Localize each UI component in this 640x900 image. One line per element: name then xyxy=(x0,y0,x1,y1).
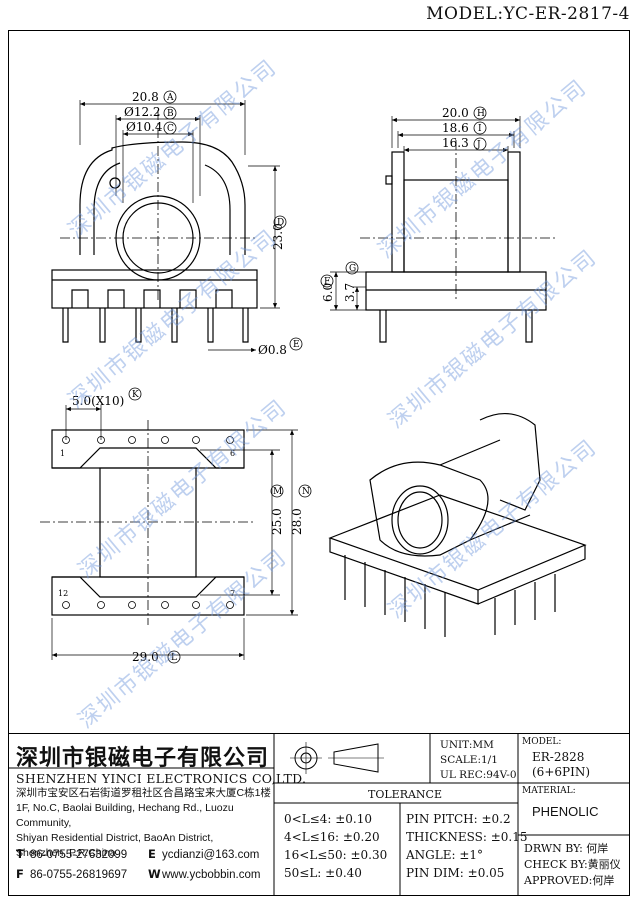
model-title: MODEL: xyxy=(522,737,562,747)
ref-f: F xyxy=(324,277,330,287)
signoff: DRWN BY: 何岸 CHECK BY:黄丽仪 APPROVED:何岸 xyxy=(524,842,621,887)
dim-m: 25.0 xyxy=(270,508,284,535)
ref-l: L xyxy=(171,653,177,663)
pin-1-label: 1 xyxy=(60,449,65,458)
ref-a: A xyxy=(166,93,174,103)
ref-d: D xyxy=(277,218,284,228)
dim-j: 16.3 xyxy=(442,136,469,150)
dim-l: 29.0 xyxy=(132,650,159,664)
dim-e: Ø0.8 xyxy=(258,343,287,357)
web-line: Wwww.ycbobbin.com xyxy=(148,867,261,881)
pin-7-label: 7 xyxy=(230,589,235,598)
tolerance-title: TOLERANCE xyxy=(368,788,442,801)
drawing-frame xyxy=(8,30,630,896)
dim-c: Ø10.4 xyxy=(126,120,163,134)
dim-k: 5.0(X10) xyxy=(72,394,124,408)
unit-info: UNIT:MM SCALE:1/1 UL REC:94V-0 xyxy=(440,739,517,781)
dim-g: 3.7 xyxy=(343,283,357,302)
side-view xyxy=(330,116,555,343)
ref-h: H xyxy=(477,109,485,119)
ref-e: E xyxy=(293,340,300,350)
material-value: PHENOLIC xyxy=(532,804,599,819)
tolerance-list: 0<L≤4: ±0.10 4<L≤16: ±0.20 16<L≤50: ±0.3… xyxy=(284,812,388,880)
dim-f: 6.0 xyxy=(321,283,335,302)
ref-g: G xyxy=(349,264,356,274)
company-name-en: SHENZHEN YINCI ELECTRONICS CO,LTD. xyxy=(16,771,307,786)
dim-d: 23.0 xyxy=(271,223,285,250)
ref-c: C xyxy=(167,124,174,134)
title-block: 深圳市银磁电子有限公司 SHENZHEN YINCI ELECTRONICS C… xyxy=(8,733,630,896)
ref-k: K xyxy=(132,390,139,400)
model-label: MODEL:YC-ER-2817-4 xyxy=(426,4,630,24)
dim-h: 20.0 xyxy=(442,106,469,120)
pin-12-label: 12 xyxy=(58,589,68,598)
bottom-view xyxy=(40,405,298,660)
model-value: ER-2828 (6+6PIN) xyxy=(532,750,591,779)
company-address: 深圳市宝安区石岩街道罗租社区合昌路宝来大厦C栋1楼 1F, No.C, Baol… xyxy=(16,787,271,859)
ref-n: N xyxy=(302,487,310,497)
dim-n: 28.0 xyxy=(290,508,304,535)
dim-b: Ø12.2 xyxy=(124,105,161,119)
dim-i: 18.6 xyxy=(442,121,469,135)
spec-list: PIN PITCH: ±0.2 THICKNESS: ±0.15 ANGLE: … xyxy=(406,812,528,880)
material-title: MATERIAL: xyxy=(522,786,576,796)
front-view xyxy=(51,100,280,353)
ref-i: I xyxy=(478,124,482,134)
dim-a: 20.8 xyxy=(132,90,159,104)
isometric-view xyxy=(328,413,587,637)
pin-6-label: 6 xyxy=(230,449,235,458)
ref-m: M xyxy=(273,487,282,497)
ref-j: J xyxy=(476,140,481,150)
company-name-cn: 深圳市银磁电子有限公司 xyxy=(16,746,270,771)
ref-b: B xyxy=(167,109,174,119)
